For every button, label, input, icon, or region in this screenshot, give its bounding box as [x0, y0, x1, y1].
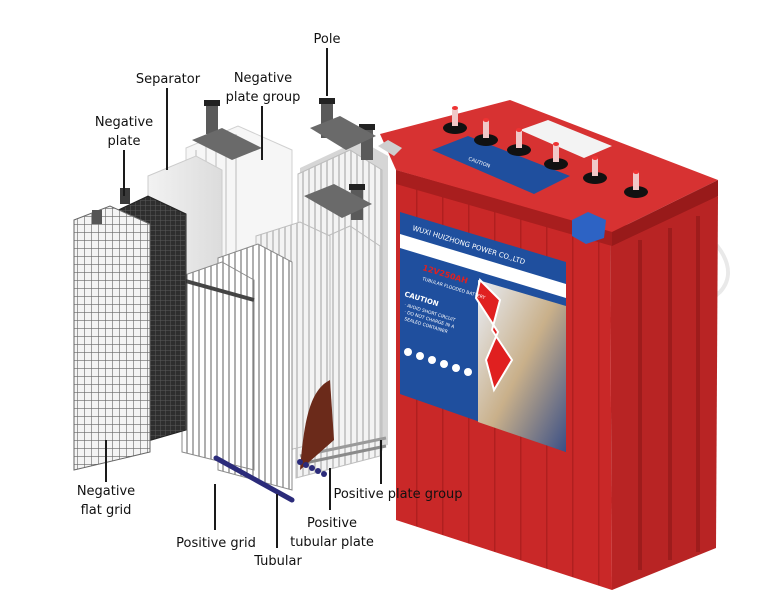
label-pole-text: Pole	[313, 32, 341, 47]
terminal-negative	[572, 212, 606, 244]
label-negative-plate-line1: Negative	[94, 115, 154, 130]
label-pole: Pole	[305, 30, 349, 49]
label-positive-grid-text: Positive grid	[176, 536, 256, 551]
label-separator-text: Separator	[135, 72, 201, 87]
label-positive-tubular-plate: Positive tubular plate	[284, 514, 380, 552]
label-negative-plate-group: Negative plate group	[220, 69, 306, 107]
label-positive-plate-group: Positive plate group	[330, 485, 466, 504]
label-separator: Separator	[130, 70, 206, 89]
label-negative-plate-group-line1: Negative	[233, 71, 293, 86]
label-negative-flat-grid-line2: flat grid	[80, 503, 132, 518]
terminal-positive	[378, 140, 402, 156]
label-positive-tubular-plate-line2: tubular plate	[290, 535, 374, 550]
negative-flat-grid	[73, 205, 151, 471]
positive-grid	[181, 243, 295, 503]
label-negative-flat-grid: Negative flat grid	[66, 482, 146, 520]
label-negative-plate-group-line2: plate group	[225, 90, 301, 105]
label-tubular: Tubular	[248, 552, 308, 571]
label-negative-plate: Negative plate	[88, 113, 160, 151]
vent-caps	[443, 106, 648, 198]
label-positive-tubular-plate-line1: Positive	[306, 516, 358, 531]
label-negative-flat-grid-line1: Negative	[76, 484, 136, 499]
label-negative-plate-line2: plate	[107, 134, 141, 149]
tubular-bar	[213, 455, 295, 503]
battery: CAUTION WUXI HUIZHONG POWER CO.,LTD 12V2…	[378, 100, 730, 590]
certification-icons	[404, 348, 472, 376]
battery-side	[610, 196, 718, 590]
top-sticker	[432, 136, 570, 194]
label-positive-grid: Positive grid	[170, 534, 262, 553]
label-tubular-text: Tubular	[254, 554, 302, 569]
label-positive-plate-group-text: Positive plate group	[333, 487, 463, 502]
leader-lines	[105, 48, 382, 548]
